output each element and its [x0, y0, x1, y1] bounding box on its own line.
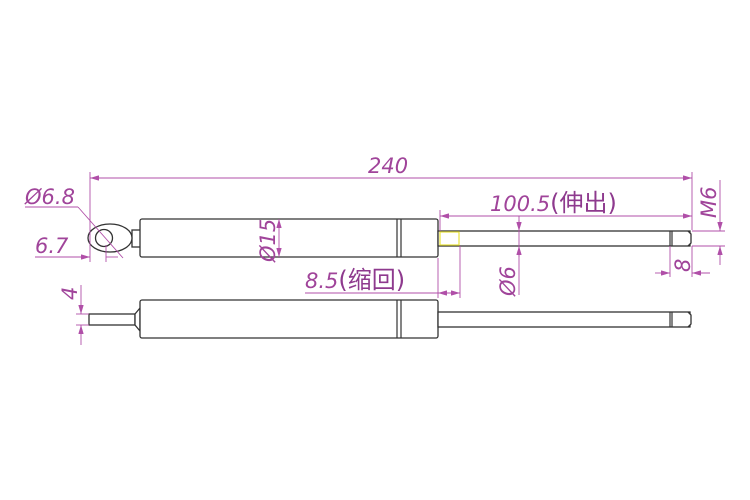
dim-thread: M6 [692, 180, 725, 265]
piston-rod [437, 230, 691, 247]
dim-eye-offset: 6.7 [35, 234, 118, 262]
dim-stroke-retracted: 8.5(缩回) [305, 246, 461, 298]
piston-rod [437, 311, 691, 328]
cylinder-body [139, 218, 439, 258]
dim-text-eye-offset: 6.7 [35, 234, 69, 258]
dim-body-dia: Ø15 [256, 219, 282, 263]
dim-text-thread-length: 8 [671, 259, 695, 272]
dim-text-extended: 100.5(伸出) [490, 189, 617, 217]
dim-text-end-rod: 4 [58, 287, 82, 300]
rod-thread [687, 230, 692, 247]
dim-text-eye-dia: Ø6.8 [24, 185, 75, 209]
cylinder-body [139, 299, 439, 339]
gas-spring-retracted [88, 299, 692, 339]
dim-text-body-dia: Ø15 [256, 219, 280, 263]
dim-text-thread: M6 [697, 187, 721, 218]
dim-text-240: 240 [368, 154, 408, 178]
gas-spring-extended [87, 218, 692, 258]
dim-thread-length: 8 [655, 246, 710, 277]
selection-highlight [439, 231, 460, 246]
dim-text-rod-dia: Ø6 [496, 266, 520, 297]
dim-eye-hole: Ø6.8 [24, 185, 124, 259]
dim-stroke-extended: 100.5(伸出) [439, 189, 692, 231]
eye-hole [94, 228, 114, 248]
dim-overall-length: 240 [89, 154, 693, 262]
dim-end-rod: 4 [58, 285, 89, 345]
dim-rod-dia: Ø6 [496, 216, 522, 297]
dim-text-retracted: 8.5(缩回) [305, 266, 405, 294]
end-pin [88, 313, 136, 326]
